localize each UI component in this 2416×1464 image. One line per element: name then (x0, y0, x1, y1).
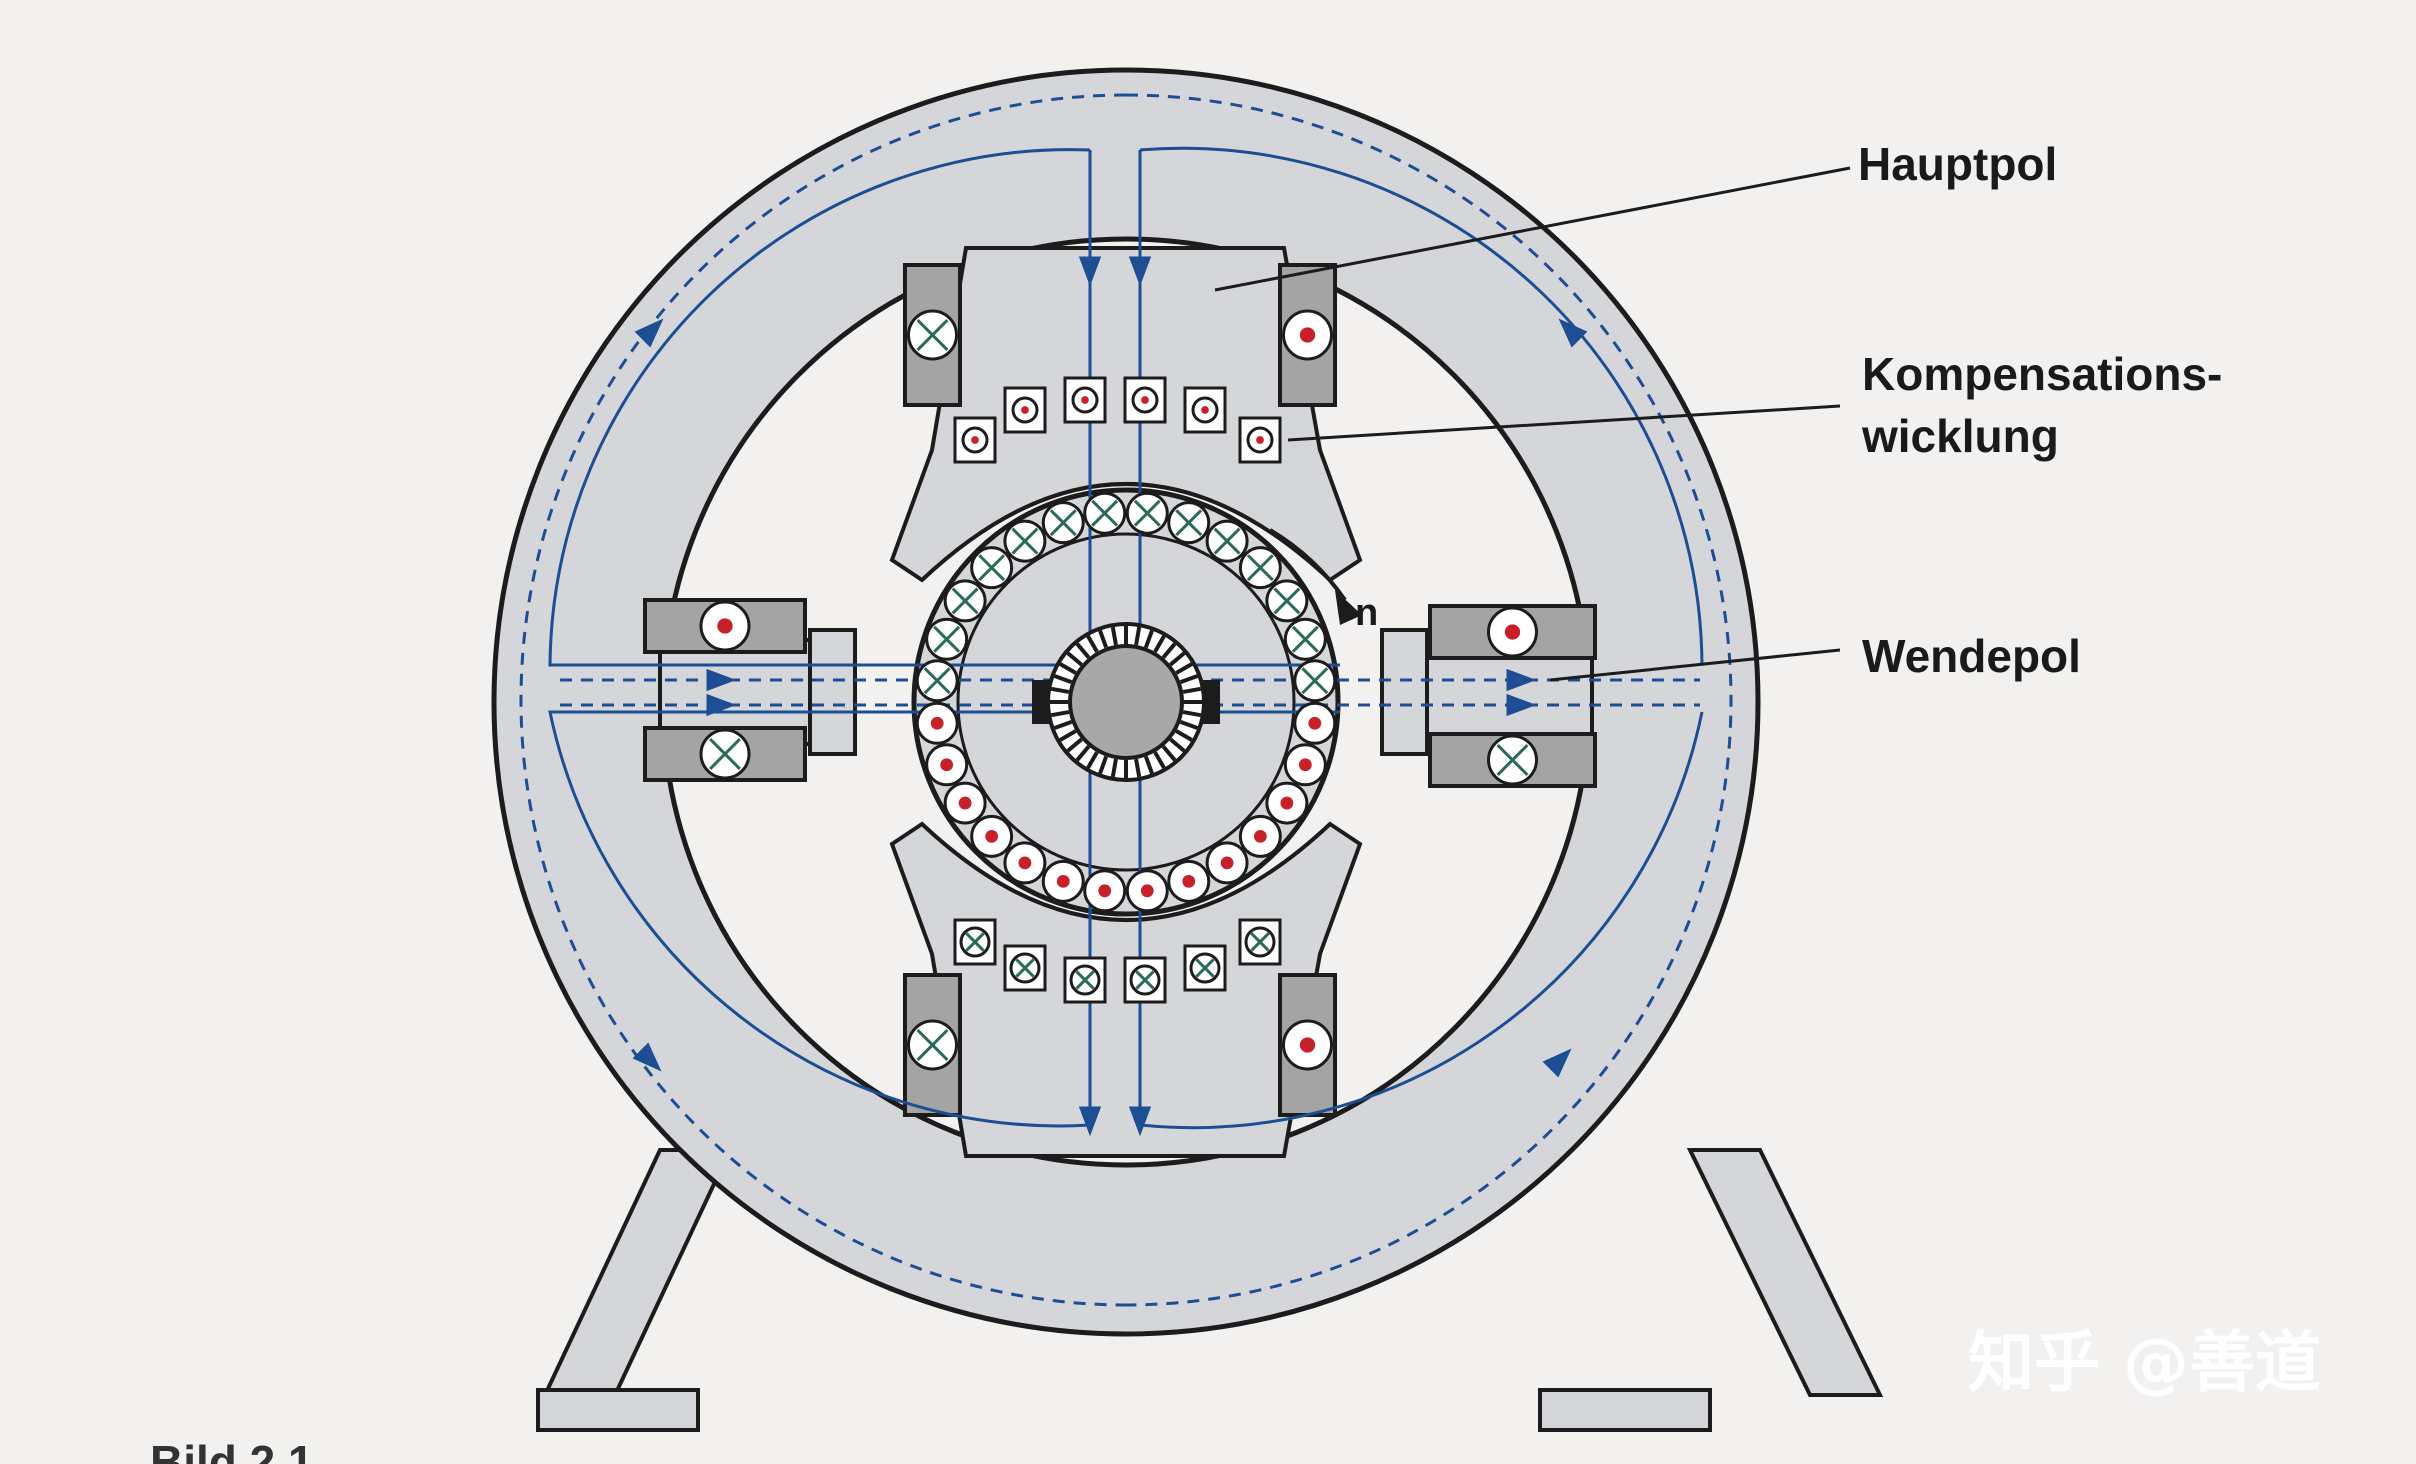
flux-arrow (1542, 1048, 1572, 1078)
flux-arrow (706, 668, 737, 692)
commutator-segment (1053, 674, 1073, 685)
label-main-pole: Hauptpol (1858, 138, 2057, 190)
commutator-segment (1179, 674, 1199, 685)
commutator-segment (1110, 626, 1118, 646)
flux-line (1125, 93, 1733, 1307)
commutator-segment (1175, 662, 1193, 675)
flux-arrow (1128, 1106, 1152, 1137)
commutator-segment (1098, 629, 1109, 649)
commutator-segment (1098, 755, 1109, 775)
commutator-segment (1143, 755, 1154, 775)
commutator-segment (1134, 626, 1142, 646)
interpole-right-shoe (1380, 628, 1429, 756)
rotation-label: n (1355, 592, 1378, 634)
commutator-segment (1169, 651, 1186, 667)
label-compensation-winding-2: wicklung (1861, 410, 2059, 462)
commutator-segment (1161, 745, 1177, 762)
label-interpole: Wendepol (1862, 630, 2081, 682)
conductors (915, 376, 1337, 1004)
flux-arrow (1128, 256, 1152, 287)
commutator-segment (1161, 642, 1177, 659)
flux-lines (519, 93, 1733, 1307)
shaft (1068, 644, 1184, 760)
field-coil (1428, 604, 1597, 660)
field-coil (643, 598, 807, 654)
machine-feet (536, 1148, 1884, 1432)
flux-arrow (1558, 318, 1588, 348)
commutator-segment (1050, 710, 1070, 718)
flux-arrow (634, 318, 664, 348)
commutator-segment (1182, 686, 1202, 694)
flux-arrow (632, 1042, 662, 1072)
flux-line (1139, 146, 1704, 666)
commutator-segment (1143, 629, 1154, 649)
commutator-segment (1110, 758, 1118, 778)
flux-arrow (1078, 1106, 1102, 1137)
commutator-segment (1059, 729, 1077, 742)
brush-right (1202, 680, 1220, 724)
commutator-segment (1066, 651, 1083, 667)
flux-line (548, 148, 1340, 667)
commutator-segment (1086, 635, 1099, 653)
commutator-segment (1179, 719, 1199, 730)
field-coil (903, 263, 962, 407)
flux-line (548, 710, 1340, 1128)
rotation-indicator: n (1268, 528, 1378, 634)
commutator-segment (1153, 635, 1166, 653)
brush-left (1032, 680, 1050, 724)
flux-arrow (706, 693, 737, 717)
commutator-segment (1075, 745, 1091, 762)
field-coil (1428, 732, 1597, 788)
flux-line (1139, 711, 1704, 1130)
commutator (1032, 622, 1220, 782)
field-coil (643, 726, 807, 782)
commutator-segment (1175, 729, 1193, 742)
label-compensation-winding-1: Kompensations- (1862, 348, 2222, 400)
commutator-segment (1075, 642, 1091, 659)
commutator-segment (1182, 710, 1202, 718)
field-coil (1278, 263, 1337, 407)
field-coils (643, 263, 1597, 1117)
commutator-segment (1059, 662, 1077, 675)
field-coil (1278, 973, 1337, 1117)
interpole-left-shoe (808, 628, 857, 756)
commutator-segment (1169, 737, 1186, 753)
commutator-segment (1134, 758, 1142, 778)
flux-arrow (1506, 668, 1537, 692)
commutator-segment (1086, 751, 1099, 769)
commutator-segment (1066, 737, 1083, 753)
caption-fragment: Bild 2.1 (150, 1436, 314, 1464)
flux-arrow (1506, 693, 1537, 717)
watermark: 知乎 @善道 (1968, 1324, 2321, 1401)
leader-lines (1214, 166, 1851, 682)
commutator-segment (1053, 719, 1073, 730)
commutator-segment (1050, 686, 1070, 694)
field-coil (903, 973, 962, 1117)
flux-line (519, 93, 1127, 1307)
flux-arrow (1078, 256, 1102, 287)
commutator-segment (1153, 751, 1166, 769)
